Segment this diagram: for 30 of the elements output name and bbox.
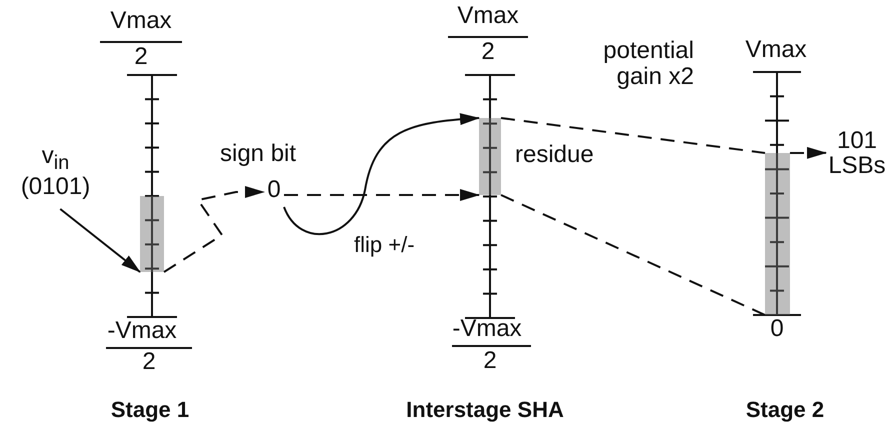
stage-title: Stage 1 [110, 398, 190, 422]
scale-limit-label: Vmax [456, 3, 520, 30]
scale-limit-label: 2 [482, 348, 498, 374]
scale-limit-label: Vmax [744, 37, 808, 64]
arrow [283, 113, 480, 235]
residue-label: residue [515, 142, 595, 168]
scale-limit-label: 2 [141, 349, 157, 376]
stage-title: Stage 2 [744, 398, 826, 422]
dashed-arrow [790, 146, 827, 159]
scale-limit-label: 0 [769, 316, 785, 342]
input-voltage-label: v$_{in}$ (0101) [20, 143, 92, 199]
dashed-line [500, 194, 766, 316]
edge-label: flip +/- [352, 233, 417, 258]
dashed-arrow [284, 189, 480, 201]
bit-caption: sign bit [220, 141, 296, 168]
scale-limit-label: Vmax [109, 8, 173, 34]
dashed-line [500, 117, 766, 154]
value-label: 101 LSBs [827, 128, 887, 178]
scale-limit-label: -Vmax [451, 316, 523, 342]
stage-title: Interstage SHA [405, 398, 565, 422]
scale-limit-label: 2 [133, 44, 149, 70]
scale-limit-label: 2 [480, 39, 496, 66]
shaded-range-bar [765, 153, 790, 315]
gain-note: potential gain x2 [602, 38, 694, 91]
arrow [60, 208, 141, 273]
scale-limit-label: -Vmax [106, 318, 178, 344]
shaded-range-bar [479, 118, 501, 195]
dashed-arrow [163, 186, 265, 273]
value-label: 0 [266, 177, 282, 202]
shaded-range-bar [140, 196, 164, 272]
